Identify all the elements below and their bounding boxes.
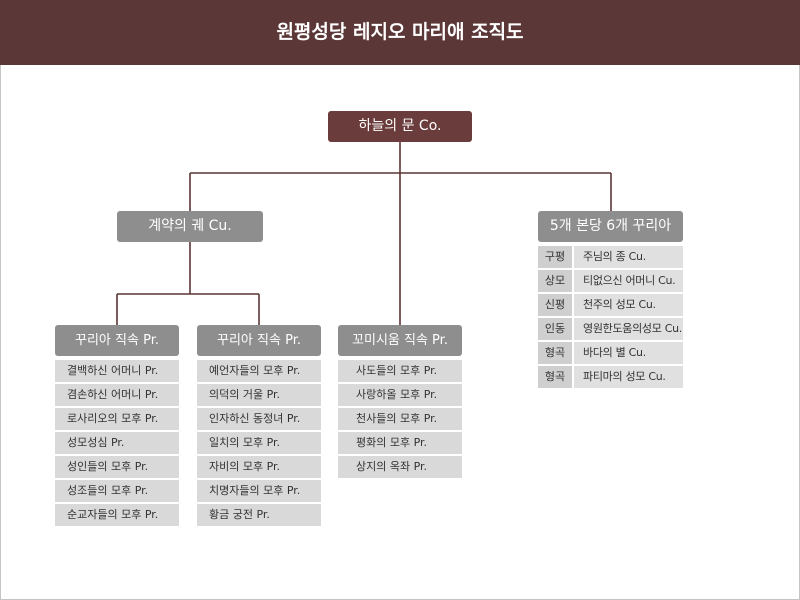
praesidium-item: 성조들의 모후 Pr. [55, 480, 179, 502]
parish-row: 상모 티없으신 어머니 Cu. [538, 270, 683, 292]
praesidium-item: 평화의 모후 Pr. [338, 432, 462, 454]
curia-name-cell: 파티마의 성모 Cu. [574, 366, 683, 388]
parish-code-cell: 형곡 [538, 342, 572, 364]
praesidium-item: 결백하신 어머니 Pr. [55, 360, 179, 382]
curia-name-cell: 주님의 종 Cu. [574, 246, 683, 268]
group-node-2: 꾸리아 직속 Pr. [197, 325, 321, 356]
praesidium-item: 의덕의 거울 Pr. [197, 384, 321, 406]
curia-node-left: 계약의 궤 Cu. [117, 211, 263, 242]
parish-row: 인동 영원한도움의성모 Cu. [538, 318, 683, 340]
praesidium-item: 성모성심 Pr. [55, 432, 179, 454]
page-title: 원평성당 레지오 마리애 조직도 [276, 21, 524, 43]
parish-code-cell: 상모 [538, 270, 572, 292]
curia-name-cell: 바다의 별 Cu. [574, 342, 683, 364]
parish-row: 형곡 바다의 별 Cu. [538, 342, 683, 364]
root-node: 하늘의 문 Co. [328, 111, 472, 142]
curia-node-right: 5개 본당 6개 꾸리아 [538, 211, 683, 242]
group-node-1: 꾸리아 직속 Pr. [55, 325, 179, 356]
parish-code-cell: 형곡 [538, 366, 572, 388]
curia-name-cell: 티없으신 어머니 Cu. [574, 270, 683, 292]
parish-code-cell: 인동 [538, 318, 572, 340]
praesidium-item: 예언자들의 모후 Pr. [197, 360, 321, 382]
praesidium-item: 사랑하올 모후 Pr. [338, 384, 462, 406]
praesidium-item: 성인들의 모후 Pr. [55, 456, 179, 478]
praesidium-item: 천사들의 모후 Pr. [338, 408, 462, 430]
praesidium-list-2: 예언자들의 모후 Pr. 의덕의 거울 Pr. 인자하신 동정녀 Pr. 일치의… [197, 360, 321, 528]
parish-table: 구평 주님의 종 Cu. 상모 티없으신 어머니 Cu. 신평 천주의 성모 C… [538, 246, 683, 390]
praesidium-list-1: 결백하신 어머니 Pr. 겸손하신 어머니 Pr. 로사리오의 모후 Pr. 성… [55, 360, 179, 528]
curia-name-cell: 천주의 성모 Cu. [574, 294, 683, 316]
praesidium-item: 인자하신 동정녀 Pr. [197, 408, 321, 430]
group-node-3: 꼬미시움 직속 Pr. [338, 325, 462, 356]
praesidium-list-3: 사도들의 모후 Pr. 사랑하올 모후 Pr. 천사들의 모후 Pr. 평화의 … [338, 360, 462, 480]
page-header: 원평성당 레지오 마리애 조직도 [0, 0, 800, 65]
praesidium-item: 치명자들의 모후 Pr. [197, 480, 321, 502]
praesidium-item: 겸손하신 어머니 Pr. [55, 384, 179, 406]
parish-code-cell: 신평 [538, 294, 572, 316]
parish-row: 구평 주님의 종 Cu. [538, 246, 683, 268]
praesidium-item: 사도들의 모후 Pr. [338, 360, 462, 382]
praesidium-item: 로사리오의 모후 Pr. [55, 408, 179, 430]
parish-row: 신평 천주의 성모 Cu. [538, 294, 683, 316]
parish-row: 형곡 파티마의 성모 Cu. [538, 366, 683, 388]
praesidium-item: 순교자들의 모후 Pr. [55, 504, 179, 526]
praesidium-item: 일치의 모후 Pr. [197, 432, 321, 454]
praesidium-item: 자비의 모후 Pr. [197, 456, 321, 478]
praesidium-item: 상지의 옥좌 Pr. [338, 456, 462, 478]
curia-name-cell: 영원한도움의성모 Cu. [574, 318, 683, 340]
praesidium-item: 황금 궁전 Pr. [197, 504, 321, 526]
parish-code-cell: 구평 [538, 246, 572, 268]
